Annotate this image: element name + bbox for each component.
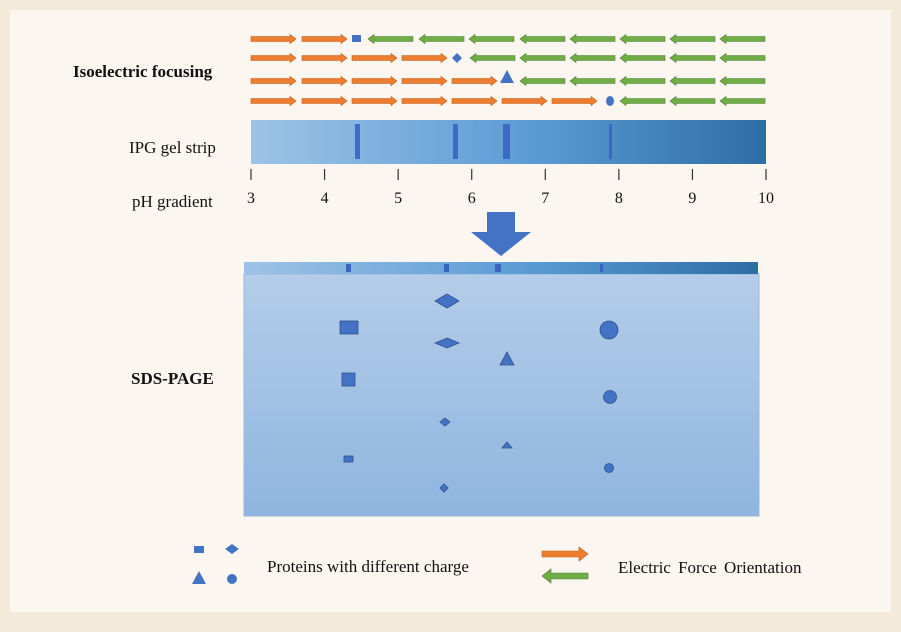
right-arrow-icon [250, 52, 297, 64]
circle-icon [604, 463, 614, 473]
ph-tick-label: 3 [247, 190, 255, 207]
circle-icon [599, 320, 619, 340]
triangle-icon [499, 351, 515, 366]
diamond-icon [433, 337, 461, 349]
left-arrow-icon [719, 75, 766, 87]
left-arrow-icon [719, 52, 766, 64]
right-arrow-icon [351, 52, 398, 64]
diamond-icon [225, 544, 239, 554]
ph-tick-label: 5 [394, 190, 403, 207]
legend-force-arrows [541, 546, 589, 584]
left-arrow-icon [541, 568, 589, 584]
triangle-icon [501, 441, 513, 449]
ief-label: Isoelectric focusing [73, 62, 213, 81]
square-icon [341, 372, 356, 387]
right-arrow-icon [501, 95, 548, 107]
right-arrow-icon [250, 33, 297, 45]
triangle-icon [192, 571, 206, 584]
left-arrow-icon [719, 33, 766, 45]
right-arrow-icon [301, 52, 348, 64]
legend-protein-shapes [192, 544, 239, 584]
left-arrow-icon [669, 52, 716, 64]
diamond-icon [452, 53, 462, 63]
ipg-strip-label: IPG gel strip [129, 138, 216, 157]
right-arrow-icon [351, 95, 398, 107]
left-arrow-icon [367, 33, 414, 45]
ph-tick-label: 7 [541, 190, 550, 207]
circle-icon [606, 96, 614, 106]
right-arrow-icon [250, 75, 297, 87]
right-arrow-icon [401, 95, 448, 107]
right-arrow-icon [301, 75, 348, 87]
left-arrow-icon [569, 75, 616, 87]
left-arrow-icon [669, 75, 716, 87]
left-arrow-icon [669, 33, 716, 45]
right-arrow-icon [401, 75, 448, 87]
left-arrow-icon [418, 33, 465, 45]
right-arrow-icon [351, 75, 398, 87]
ph-tick-label: 8 [614, 190, 623, 207]
square-icon [352, 35, 361, 42]
left-arrow-icon [719, 95, 766, 107]
protein-band [503, 124, 510, 159]
diamond-icon [434, 293, 460, 309]
right-arrow-icon [401, 52, 448, 64]
left-arrow-icon [669, 95, 716, 107]
protein-band [444, 264, 449, 272]
sds-page-label: SDS-PAGE [131, 369, 214, 388]
square-icon [339, 320, 359, 335]
ief-proteins [352, 35, 614, 106]
right-arrow-icon [250, 95, 297, 107]
right-arrow-icon [451, 75, 498, 87]
square-icon [343, 455, 354, 463]
left-arrow-icon [619, 33, 666, 45]
right-arrow-icon [541, 546, 589, 562]
left-arrow-icon [519, 52, 566, 64]
right-arrow-icon [301, 95, 348, 107]
diamond-icon [439, 417, 451, 427]
left-arrow-icon [519, 33, 566, 45]
ph-gradient-label: pH gradient [132, 192, 213, 211]
ph-tick-label: 9 [688, 190, 697, 207]
electric-force-arrows [250, 33, 766, 107]
left-arrow-icon [619, 95, 666, 107]
right-arrow-icon [301, 33, 348, 45]
circle-icon [603, 390, 617, 404]
figure-canvas: Isoelectric focusing IPG gel strip pH gr… [10, 10, 891, 612]
strip-bands [355, 124, 612, 159]
ph-tick-label: 4 [320, 190, 329, 207]
left-arrow-icon [619, 75, 666, 87]
left-arrow-icon [469, 52, 516, 64]
protein-band [355, 124, 360, 159]
protein-band [609, 124, 612, 159]
left-arrow-icon [519, 75, 566, 87]
legend-force-label: Electric Force Orientation [618, 558, 802, 577]
diamond-icon [439, 483, 449, 493]
left-arrow-icon [569, 33, 616, 45]
sds-protein-spots [339, 293, 619, 493]
circle-icon [227, 574, 237, 584]
ph-tick-label: 6 [467, 190, 476, 207]
protein-band [600, 264, 603, 272]
legend-proteins-label: Proteins with different charge [267, 557, 469, 576]
right-arrow-icon [551, 95, 598, 107]
ph-tick-label: 10 [758, 190, 774, 207]
gel-top-strip-bands [346, 264, 603, 272]
ph-axis [250, 169, 767, 180]
square-icon [194, 546, 204, 553]
sds-page-gel [243, 273, 760, 517]
protein-band [495, 264, 501, 272]
left-arrow-icon [619, 52, 666, 64]
left-arrow-icon [569, 52, 616, 64]
right-arrow-icon [451, 95, 498, 107]
triangle-icon [500, 70, 514, 83]
protein-band [346, 264, 351, 272]
protein-band [453, 124, 458, 159]
left-arrow-icon [468, 33, 515, 45]
down-arrow-icon [471, 212, 531, 256]
